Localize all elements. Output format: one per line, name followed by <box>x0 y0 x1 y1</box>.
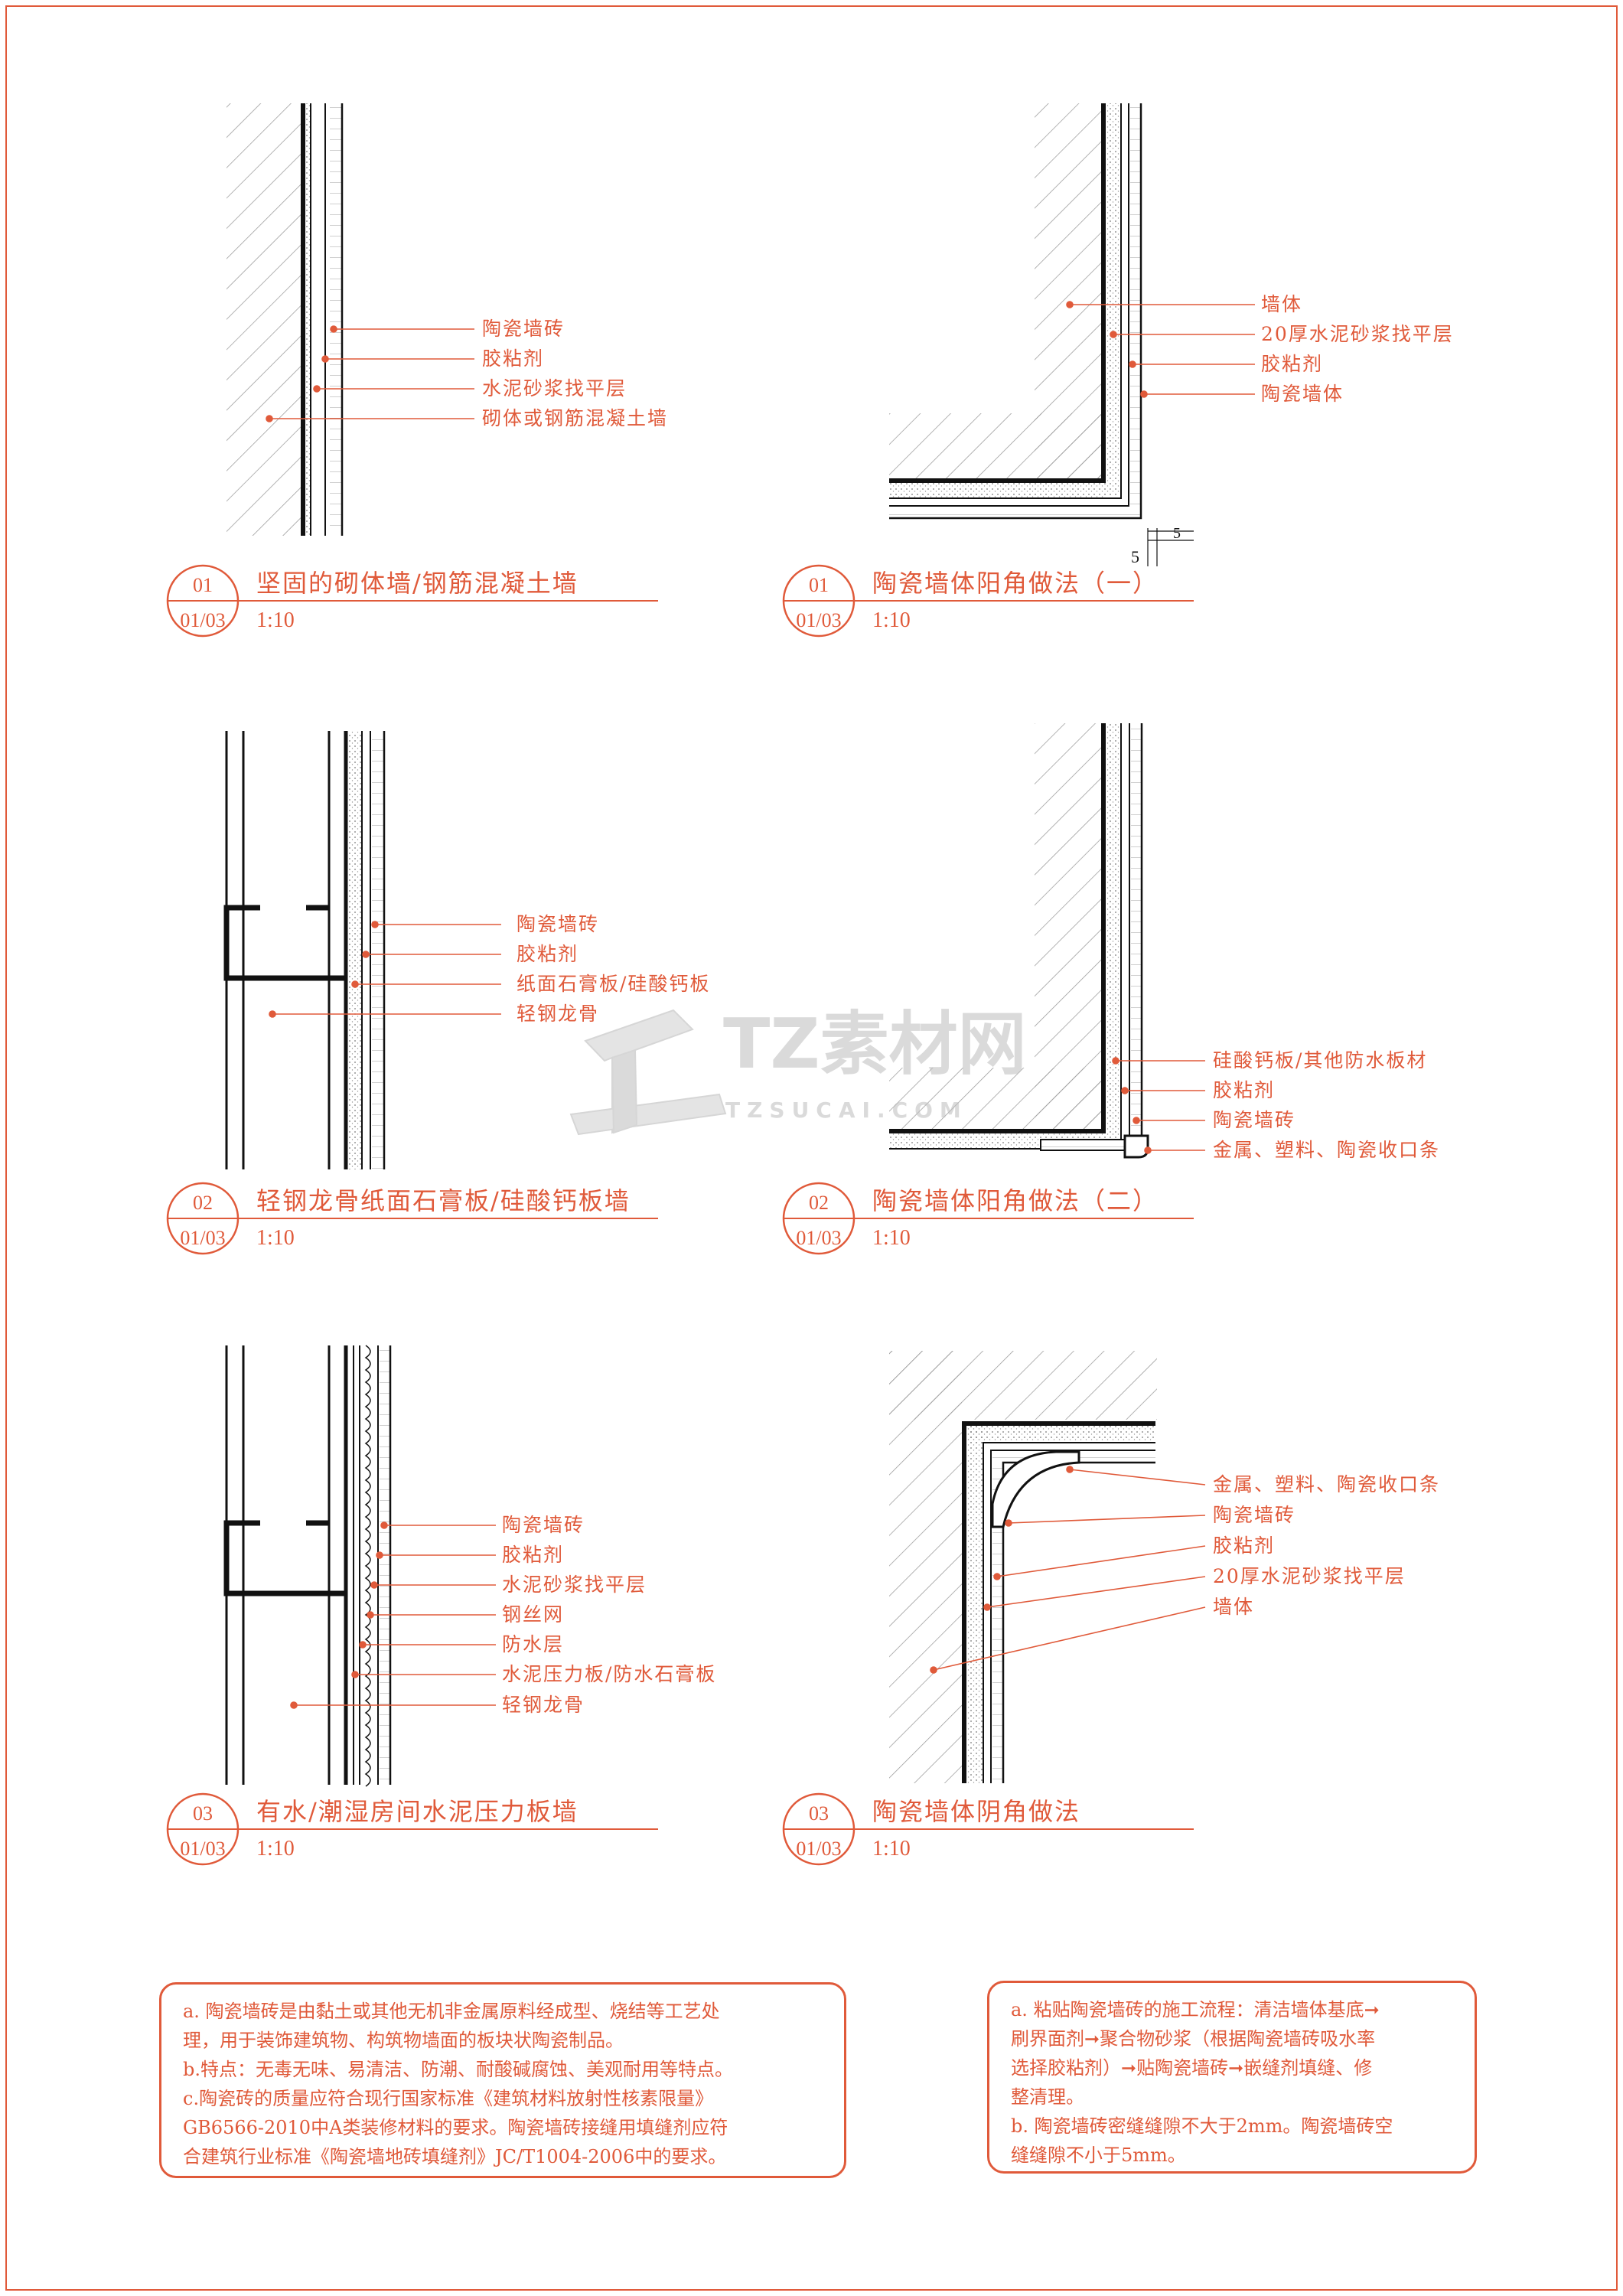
detail-scale: 1:10 <box>872 1226 911 1250</box>
watermark: TZ素材网 TZSUCAI.COM <box>569 1004 1027 1136</box>
label: 钢丝网 <box>502 1603 564 1626</box>
detail-scale: 1:10 <box>256 1837 295 1861</box>
label: 金属、塑料、陶瓷收口条 <box>1213 1473 1440 1495</box>
watermark-logo-icon <box>569 1009 727 1136</box>
sheet-ref: 01/03 <box>180 1227 225 1249</box>
detail-scale: 1:10 <box>256 1226 295 1250</box>
detail-scale: 1:10 <box>872 1837 911 1861</box>
note-line: 整清理。 <box>1011 2086 1084 2108</box>
title-block: 01 01/03 陶瓷墙体阳角做法（一） 1:10 <box>782 564 1194 638</box>
title-block: 02 01/03 陶瓷墙体阳角做法（二） 1:10 <box>782 1182 1194 1255</box>
label: 金属、塑料、陶瓷收口条 <box>1213 1139 1440 1161</box>
label: 陶瓷墙砖 <box>517 913 599 935</box>
detail-number: 03 <box>809 1802 829 1825</box>
label: 20厚水泥砂浆找平层 <box>1213 1565 1406 1587</box>
notes-left: a. 陶瓷墙砖是由黏土或其他无机非金属原料经成型、烧结等工艺处 理，用于装饰建筑… <box>159 1982 846 2178</box>
svg-text:5: 5 <box>1173 525 1181 542</box>
label: 陶瓷墙砖 <box>482 318 565 340</box>
note-line: 选择胶粘剂）➞贴陶瓷墙砖➞嵌缝剂填缝、修 <box>1011 2057 1373 2079</box>
label: 20厚水泥砂浆找平层 <box>1261 323 1454 345</box>
detail-title: 陶瓷墙体阳角做法（一） <box>872 569 1159 598</box>
label: 胶粘剂 <box>517 943 578 965</box>
label: 墙体 <box>1213 1596 1254 1618</box>
sheet-ref: 01/03 <box>180 609 225 631</box>
note-line: b.特点：无毒无味、易清洁、防潮、耐酸碱腐蚀、美观耐用等特点。 <box>183 2059 733 2080</box>
detail-scale: 1:10 <box>256 608 295 632</box>
label: 胶粘剂 <box>1213 1534 1275 1557</box>
note-line: c.陶瓷砖的质量应符合现行国家标准《建筑材料放射性核素限量》 <box>183 2088 714 2109</box>
note-line: a. 粘贴陶瓷墙砖的施工流程：清洁墙体基底➞ <box>1011 1999 1380 2020</box>
label: 防水层 <box>502 1633 564 1655</box>
note-line: 理，用于装饰建筑物、构筑物墙面的板块状陶瓷制品。 <box>183 2030 624 2051</box>
label: 胶粘剂 <box>1261 353 1323 375</box>
detail-number: 03 <box>193 1802 213 1825</box>
label: 陶瓷墙砖 <box>1213 1504 1295 1526</box>
label: 水泥砂浆找平层 <box>502 1574 647 1596</box>
wire-mesh-line <box>364 1345 371 1787</box>
detail-outside-corner-2 <box>889 723 1205 1159</box>
note-line: 合建筑行业标准《陶瓷墙地砖填缝剂》JC/T1004-2006中的要求。 <box>183 2146 727 2167</box>
watermark-url: TZSUCAI.COM <box>725 1097 968 1123</box>
label: 水泥压力板/防水石膏板 <box>502 1663 716 1685</box>
note-line: a. 陶瓷墙砖是由黏土或其他无机非金属原料经成型、烧结等工艺处 <box>183 2001 720 2022</box>
detail-light-steel-gypsum <box>223 731 501 1169</box>
detail-number: 02 <box>193 1192 213 1214</box>
note-line: b. 陶瓷墙砖密缝缝隙不大于2mm。陶瓷墙砖空 <box>1011 2115 1393 2137</box>
detail-title: 轻钢龙骨纸面石膏板/硅酸钙板墙 <box>256 1186 631 1215</box>
detail-title: 陶瓷墙体阳角做法（二） <box>872 1186 1159 1215</box>
label: 纸面石膏板/硅酸钙板 <box>517 973 710 995</box>
note-line: GB6566-2010中A类装修材料的要求。陶瓷墙砖接缝用填缝剂应符 <box>183 2117 728 2138</box>
label: 轻钢龙骨 <box>502 1694 585 1716</box>
detail-outside-corner-1: 5 5 <box>889 103 1255 566</box>
label: 墙体 <box>1261 293 1302 315</box>
note-line: 刷界面剂➞聚合物砂浆（根据陶瓷墙砖吸水率 <box>1011 2028 1376 2050</box>
svg-text:5: 5 <box>1131 547 1139 566</box>
detail-wet-room-cement-board <box>223 1345 496 1787</box>
detail-title: 有水/潮湿房间水泥压力板墙 <box>256 1797 578 1826</box>
label: 胶粘剂 <box>482 347 544 370</box>
label: 陶瓷墙体 <box>1261 383 1344 405</box>
label: 胶粘剂 <box>502 1544 564 1566</box>
sheet-ref: 01/03 <box>180 1838 225 1860</box>
sheet-ref: 01/03 <box>796 609 841 631</box>
detail-number: 01 <box>193 574 213 596</box>
watermark-brand: TZ素材网 <box>723 1004 1027 1084</box>
detail-number: 02 <box>809 1192 829 1214</box>
label: 轻钢龙骨 <box>517 1003 599 1025</box>
label: 水泥砂浆找平层 <box>482 377 627 400</box>
label: 陶瓷墙砖 <box>1213 1109 1295 1131</box>
detail-inside-corner <box>889 1351 1206 1783</box>
note-line: 缝缝隙不小于5mm。 <box>1011 2144 1186 2166</box>
detail-scale: 1:10 <box>872 608 911 632</box>
sheet-ref: 01/03 <box>796 1227 841 1249</box>
detail-masonry-wall <box>227 103 474 536</box>
detail-title: 坚固的砌体墙/钢筋混凝土墙 <box>256 569 578 598</box>
title-block: 03 01/03 陶瓷墙体阴角做法 1:10 <box>782 1792 1194 1866</box>
detail-title: 陶瓷墙体阴角做法 <box>872 1797 1080 1826</box>
label: 硅酸钙板/其他防水板材 <box>1213 1049 1427 1071</box>
label: 胶粘剂 <box>1213 1079 1275 1101</box>
detail-number: 01 <box>809 574 829 596</box>
label: 砌体或钢筋混凝土墙 <box>482 407 668 429</box>
title-block: 02 01/03 轻钢龙骨纸面石膏板/硅酸钙板墙 1:10 <box>166 1182 658 1255</box>
label: 陶瓷墙砖 <box>502 1514 585 1536</box>
notes-right: a. 粘贴陶瓷墙砖的施工流程：清洁墙体基底➞ 刷界面剂➞聚合物砂浆（根据陶瓷墙砖… <box>987 1981 1477 2174</box>
title-block: 01 01/03 坚固的砌体墙/钢筋混凝土墙 1:10 <box>166 564 658 638</box>
sheet-ref: 01/03 <box>796 1838 841 1860</box>
title-block: 03 01/03 有水/潮湿房间水泥压力板墙 1:10 <box>166 1792 658 1866</box>
